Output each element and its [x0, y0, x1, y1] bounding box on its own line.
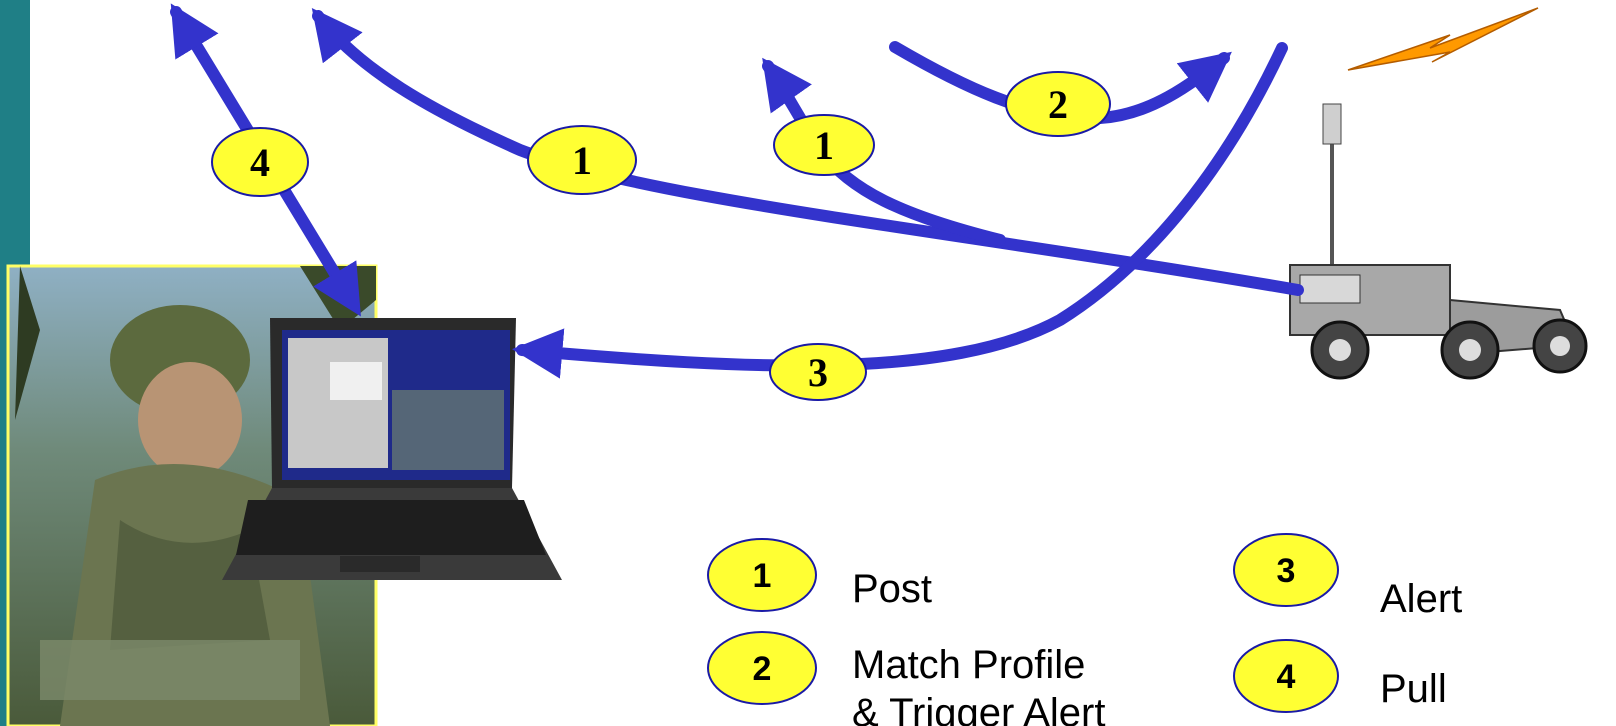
legend-item-4: 4 Pull: [1233, 639, 1447, 713]
svg-text:1: 1: [753, 557, 772, 595]
legend-label-pull: Pull: [1380, 667, 1447, 711]
arrow-alert: [511, 42, 1288, 379]
legend-item-1: 1 Post: [707, 538, 932, 612]
svg-text:1: 1: [572, 138, 592, 183]
flow-badge-1b: 1: [773, 114, 875, 176]
flow-badge-3: 3: [769, 343, 867, 401]
legend-label-post: Post: [852, 567, 932, 611]
legend-item-2: 2 Match Profile & Trigger Alert: [707, 631, 1105, 726]
svg-text:2: 2: [1048, 82, 1068, 127]
legend-label-match: Match Profile: [852, 643, 1085, 687]
svg-text:4: 4: [1277, 658, 1296, 696]
humvee-icon: [1289, 103, 1588, 380]
svg-text:4: 4: [250, 140, 270, 185]
svg-text:1: 1: [814, 123, 834, 168]
flow-badge-1a: 1: [527, 125, 637, 195]
legend-label-match-line2: & Trigger Alert: [852, 691, 1105, 726]
laptop-icon: [222, 318, 562, 580]
flow-badge-4: 4: [211, 127, 309, 197]
svg-text:3: 3: [808, 350, 828, 395]
flow-badge-2: 2: [1005, 71, 1111, 137]
legend-item-3: 3 Alert: [1233, 533, 1462, 621]
legend: 1 Post 2 Match Profile & Trigger Alert 3…: [707, 533, 1462, 726]
legend-label-alert: Alert: [1380, 577, 1462, 621]
lightning-bolt-icon: [1347, 7, 1539, 71]
svg-text:2: 2: [753, 650, 772, 688]
svg-text:3: 3: [1277, 552, 1296, 590]
